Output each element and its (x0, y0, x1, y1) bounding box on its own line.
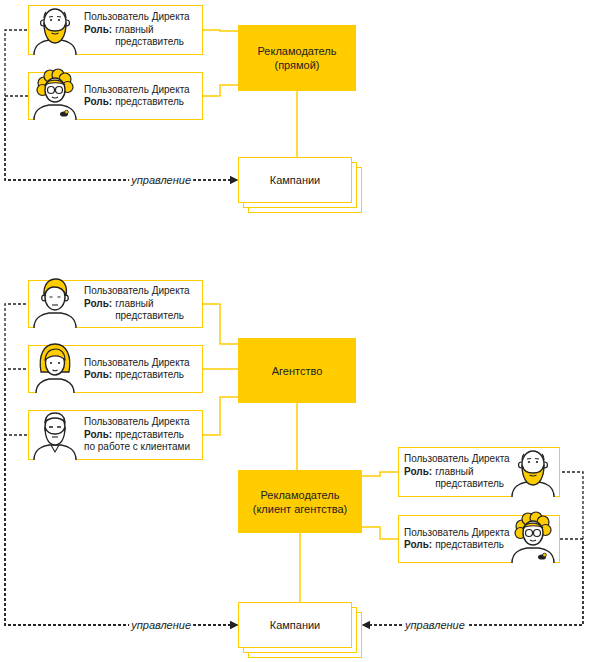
entity-box: Рекламодатель (прямой) (238, 25, 356, 91)
role-value: главный представитель (435, 466, 511, 491)
link-line (203, 397, 238, 435)
role-label: Роль: (84, 96, 112, 109)
edge-label: управление (403, 619, 467, 632)
control-arrow (362, 472, 583, 625)
user-avatar (36, 344, 74, 393)
role-line: Роль:главный представитель (84, 24, 200, 49)
user-kind: Пользователь Директа (404, 527, 511, 540)
stack-layer: Кампании (238, 157, 352, 203)
campaign-stack: Кампании (238, 602, 362, 658)
card-text: Пользователь ДиректаРоль:представитель п… (84, 411, 200, 459)
box-label: Кампании (270, 173, 321, 187)
user-kind: Пользователь Директа (84, 416, 200, 429)
control-arrow (5, 369, 238, 625)
box-label: Рекламодатель (прямой) (242, 44, 352, 72)
link-line (203, 85, 238, 96)
card-text: Пользователь ДиректаРоль:представитель (84, 73, 200, 119)
role-value: представитель (115, 369, 200, 382)
card-text: Пользователь ДиректаРоль:представитель (84, 346, 200, 392)
entity-box: Рекламодатель (клиент агентства) (238, 470, 362, 533)
role-label: Роль: (84, 24, 112, 37)
role-label: Роль: (404, 466, 432, 479)
link-line (296, 91, 298, 157)
role-label: Роль: (84, 369, 112, 382)
link-line (299, 533, 301, 602)
role-value: представитель (115, 96, 200, 109)
box-label: Рекламодатель (клиент агентства) (242, 488, 358, 516)
user-card: Пользователь ДиректаРоль:представитель (398, 515, 560, 563)
user-card: Пользователь ДиректаРоль:представитель (28, 345, 203, 393)
link-line (203, 304, 238, 344)
user-avatar (34, 413, 76, 460)
user-avatar (34, 69, 76, 120)
user-kind: Пользователь Директа (404, 453, 511, 466)
user-kind: Пользователь Директа (84, 285, 200, 298)
role-label: Роль: (404, 539, 432, 552)
edge-label: управление (129, 619, 193, 632)
user-avatar (34, 9, 76, 55)
user-card: Пользователь ДиректаРоль:представитель п… (28, 410, 203, 460)
card-text: Пользователь ДиректаРоль:главный предста… (84, 6, 200, 54)
role-line: Роль:главный представитель (404, 466, 511, 491)
link-line (203, 30, 238, 31)
role-label: Роль: (84, 298, 112, 311)
role-label: Роль: (84, 429, 112, 440)
role-value: представитель (435, 539, 511, 552)
user-avatar (512, 512, 554, 563)
user-kind: Пользователь Директа (84, 357, 200, 370)
control-arrow (5, 435, 238, 625)
user-kind: Пользователь Директа (84, 84, 200, 97)
user-card: Пользователь ДиректаРоль:представитель (28, 72, 203, 120)
box-label: Кампании (270, 618, 321, 632)
role-line: Роль:представитель по работе с клиентами (84, 429, 194, 454)
box-label: Агентство (272, 364, 323, 378)
edge-label: управление (129, 174, 193, 187)
link-line (362, 472, 398, 476)
link-line (203, 368, 238, 370)
control-arrow (362, 539, 583, 625)
card-text: Пользователь ДиректаРоль:главный предста… (84, 281, 200, 327)
link-line (296, 403, 298, 470)
role-line: Роль:представитель (84, 369, 200, 382)
user-card: Пользователь ДиректаРоль:главный предста… (28, 280, 203, 328)
campaign-stack: Кампании (238, 157, 362, 213)
role-line: Роль:представитель (404, 539, 511, 552)
role-line: Роль:главный представитель (84, 298, 200, 323)
user-card: Пользователь ДиректаРоль:главный предста… (398, 447, 560, 497)
user-avatar (512, 451, 554, 497)
control-arrow (5, 304, 238, 625)
stack-layer: Кампании (238, 602, 352, 648)
control-arrow (5, 96, 238, 180)
role-value: главный представитель (115, 298, 200, 323)
control-arrow (5, 30, 238, 180)
user-card: Пользователь ДиректаРоль:главный предста… (28, 5, 203, 55)
card-text: Пользователь ДиректаРоль:представитель (404, 516, 511, 562)
link-line (362, 527, 398, 539)
entity-box: Агентство (238, 338, 356, 403)
role-value: главный представитель (115, 24, 200, 49)
user-avatar (34, 279, 76, 328)
role-line: Роль:представитель (84, 96, 200, 109)
card-text: Пользователь ДиректаРоль:главный предста… (404, 448, 511, 496)
user-kind: Пользователь Директа (84, 11, 200, 24)
